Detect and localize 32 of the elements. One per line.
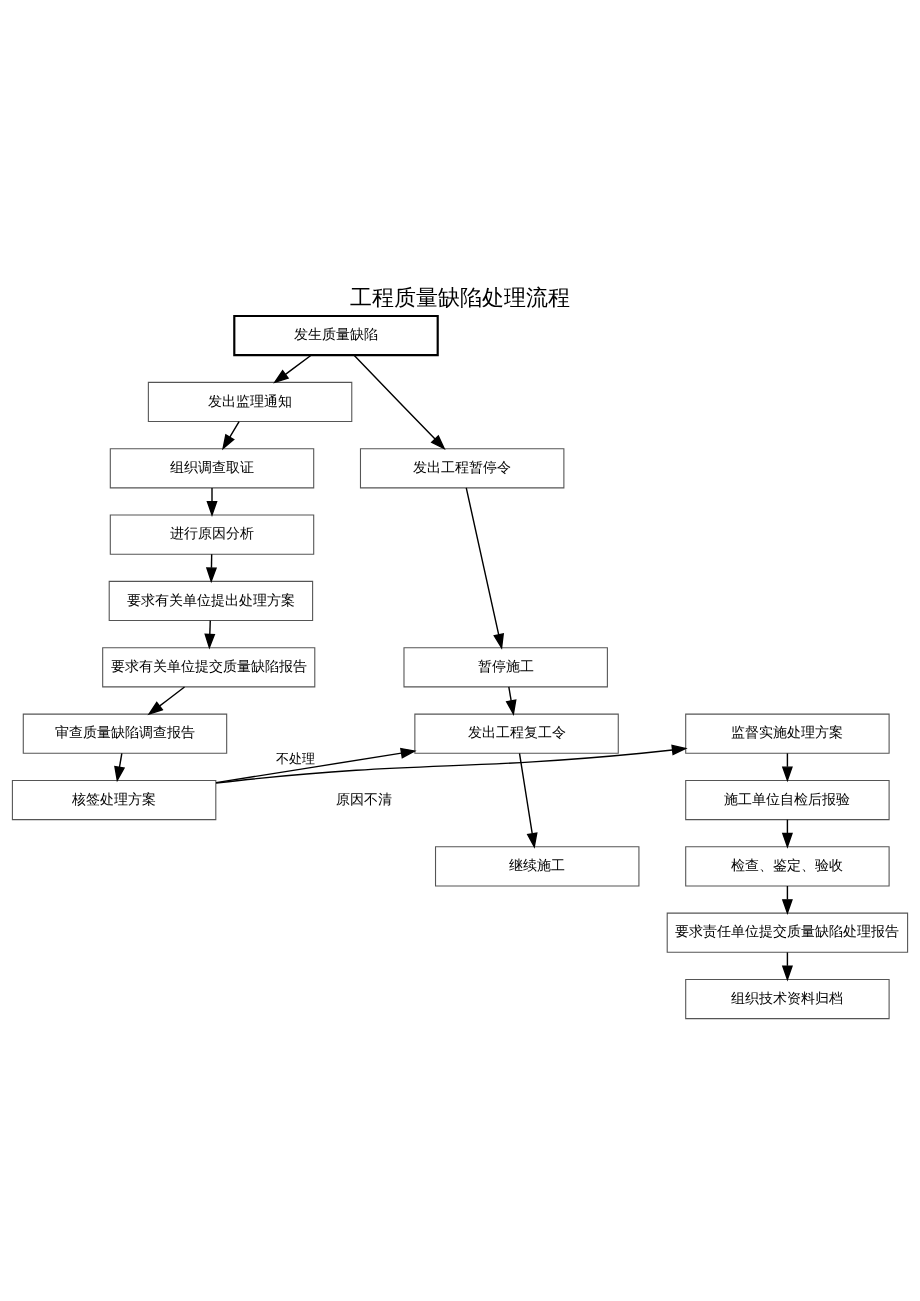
arrow: [505, 685, 517, 716]
node-box: 监督实施处理方案: [685, 713, 890, 754]
node-box: 要求责任单位提交质量缺陷处理报告: [666, 912, 909, 953]
arrow: [206, 486, 218, 517]
node-box: 继续施工: [435, 845, 640, 886]
node-box: 发出监理通知: [147, 381, 353, 422]
arrow: [353, 354, 446, 450]
node-box: 审查质量缺陷调查报告: [22, 713, 228, 754]
arrow: [215, 747, 417, 783]
arrow: [222, 420, 240, 450]
arrow: [465, 486, 505, 650]
label: 原因不清: [336, 790, 393, 807]
node-box: 发出工程暂停令: [359, 447, 565, 488]
node-box: 暂停施工: [403, 646, 608, 687]
node-box: 组织技术资料归档: [685, 978, 890, 1019]
node-box: 发生质量缺陷: [233, 314, 439, 356]
edge-label: 不处理: [275, 750, 315, 766]
arrow: [114, 752, 126, 782]
node-box: 核签处理方案: [11, 779, 217, 820]
arrow: [518, 752, 538, 849]
node-box: 施工单位自检后报验: [685, 779, 890, 820]
node-box: 进行原因分析: [109, 514, 315, 555]
node-box: 要求有关单位提交质量缺陷报告: [102, 646, 316, 687]
node-box: 检查、鉴定、验收: [685, 845, 890, 886]
node-box: 组织调查取证: [109, 447, 315, 488]
arrow: [273, 354, 312, 384]
arrow: [147, 685, 186, 715]
diagram-title: 工程质量缺陷处理流程: [350, 284, 570, 310]
arrow: [204, 619, 216, 650]
node-box: 要求有关单位提出处理方案: [108, 580, 314, 621]
node-box: 发出工程复工令: [414, 713, 619, 754]
arrow: [215, 744, 688, 784]
